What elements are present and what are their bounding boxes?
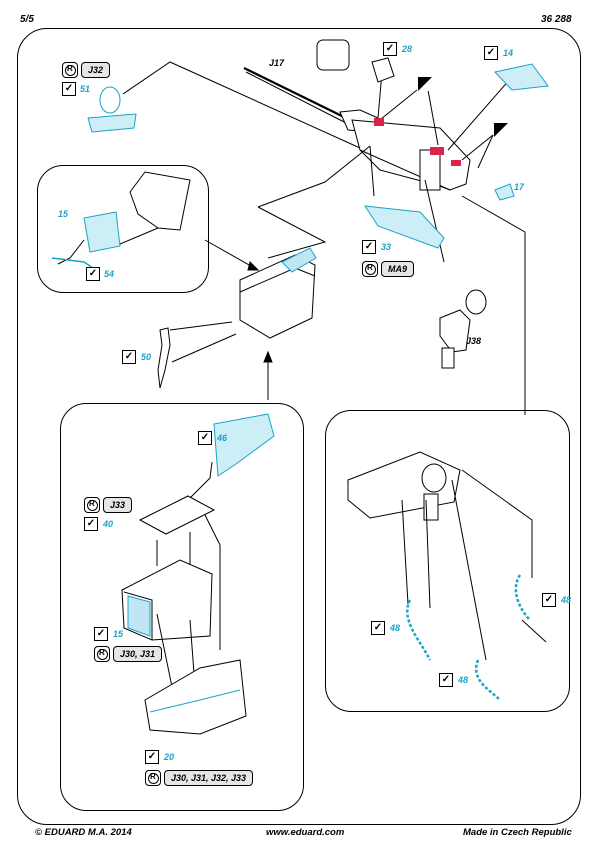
footer-copyright: © EDUARD M.A. 2014 [35, 827, 132, 838]
part-15-label: 15 [58, 209, 69, 219]
resin-icon [94, 646, 110, 662]
footer-website[interactable]: www.eduard.com [266, 827, 345, 838]
label-j17: J17 [269, 58, 285, 68]
label-j38: J38 [466, 336, 482, 346]
checkbox-54[interactable]: ✓ [86, 267, 100, 281]
part-40-label: 40 [103, 519, 114, 529]
resin-icon [145, 770, 161, 786]
part-51-label: 51 [80, 84, 91, 94]
page-frame [17, 28, 581, 825]
part-33-label: 33 [381, 242, 392, 252]
part-48-label-b: 48 [458, 675, 469, 685]
checkbox-48-b[interactable]: ✓ [439, 673, 453, 687]
checkbox-20[interactable]: ✓ [145, 750, 159, 764]
part-48-label-c: 48 [561, 595, 572, 605]
part-20-label: 20 [164, 752, 175, 762]
part-48-label-a: 48 [390, 623, 401, 633]
checkbox-48-c[interactable]: ✓ [542, 593, 556, 607]
inset-bottom-right [325, 410, 570, 712]
checkbox-40[interactable]: ✓ [84, 517, 98, 531]
kit-code: 36 288 [541, 14, 572, 25]
checkbox-51[interactable]: ✓ [62, 82, 76, 96]
part-46-label: 46 [217, 433, 228, 443]
part-54-label: 54 [104, 269, 115, 279]
checkbox-15[interactable]: ✓ [94, 627, 108, 641]
inset-top-left [37, 165, 209, 293]
checkbox-14[interactable]: ✓ [484, 46, 498, 60]
inset-bottom-left [60, 403, 304, 811]
checkbox-33[interactable]: ✓ [362, 240, 376, 254]
part-28-label: 28 [402, 44, 413, 54]
page-number: 5/5 [20, 14, 34, 25]
footer-origin: Made in Czech Republic [463, 827, 572, 838]
part-15-label-2: 15 [113, 629, 124, 639]
resin-icon [62, 62, 78, 78]
part-17-label: 17 [514, 182, 525, 192]
resin-icon [362, 261, 378, 277]
part-14-label: 14 [503, 48, 514, 58]
checkbox-46[interactable]: ✓ [198, 431, 212, 445]
resin-icon [84, 497, 100, 513]
checkbox-28[interactable]: ✓ [383, 42, 397, 56]
checkbox-50[interactable]: ✓ [122, 350, 136, 364]
part-50-label: 50 [141, 352, 152, 362]
checkbox-48-a[interactable]: ✓ [371, 621, 385, 635]
